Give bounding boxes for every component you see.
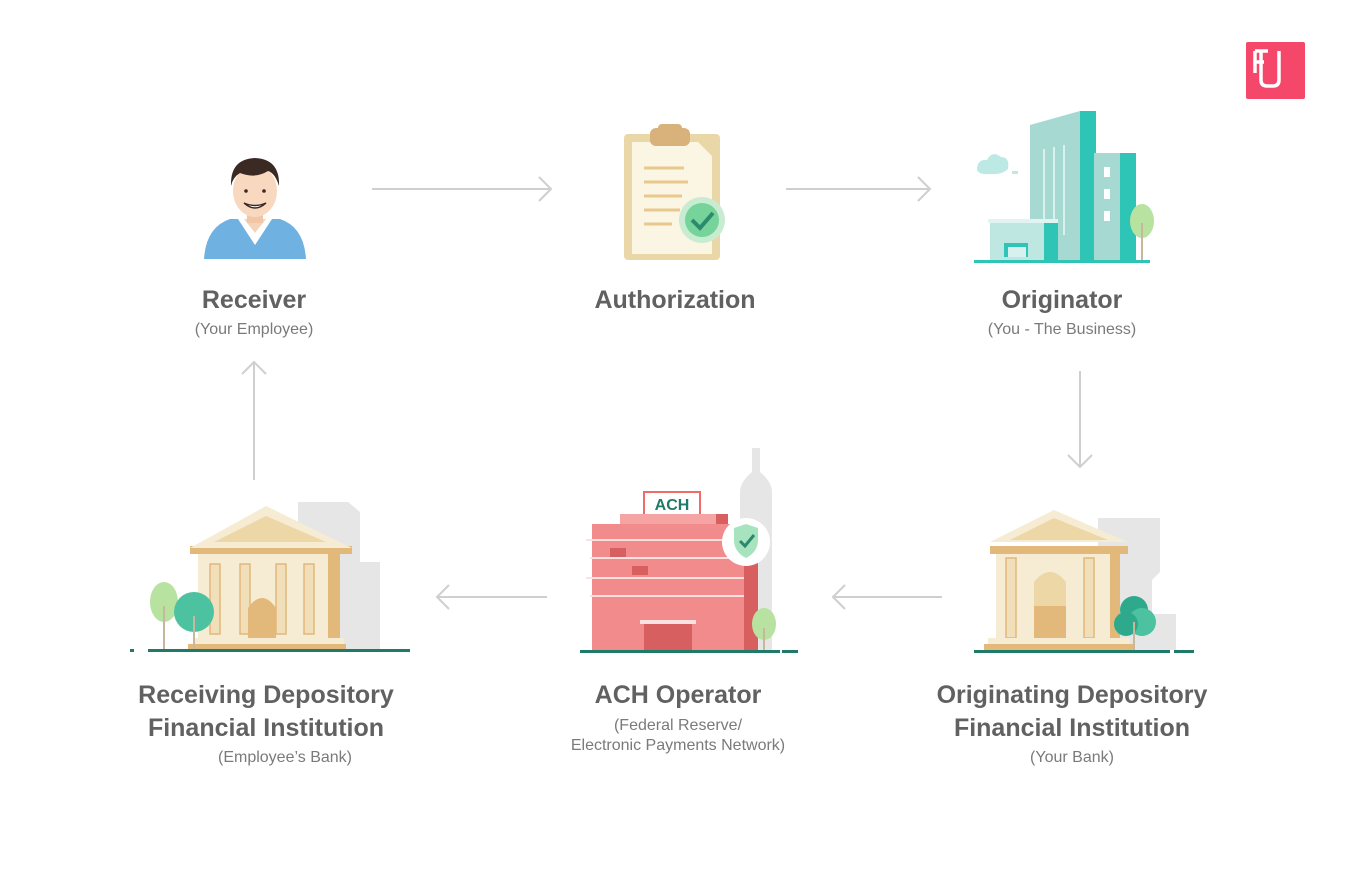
arrow-originator-to-odfi [1067, 371, 1093, 469]
originator-title: Originator [1001, 286, 1123, 314]
ach-subtitle-line2: Electronic Payments Network) [570, 737, 786, 754]
ach-sign-text: ACH [655, 497, 690, 514]
bank-icon [130, 502, 410, 652]
odfi-title-line1: Originating Depository [936, 681, 1208, 709]
rdfi-title-line1: Receiving Depository [138, 681, 394, 709]
rdfi-title-line2: Financial Institution [147, 714, 385, 742]
arrow-rdfi-to-receiver [241, 360, 267, 480]
office-building-icon [974, 111, 1154, 263]
person-icon [204, 158, 306, 259]
arrow-odfi-to-ach [831, 584, 942, 610]
arrow-ach-to-rdfi [435, 584, 547, 610]
clipboard-check-icon [624, 124, 725, 260]
receiver-title: Receiver [201, 286, 307, 314]
odfi-title-line2: Financial Institution [953, 714, 1191, 742]
rdfi-subtitle: (Employee’s Bank) [218, 749, 352, 766]
receiver-subtitle: (Your Employee) [194, 321, 314, 338]
bank-icon [974, 510, 1194, 653]
originator-subtitle: (You - The Business) [987, 321, 1137, 338]
ach-subtitle-line1: (Federal Reserve/ [613, 717, 743, 734]
arrow-receiver-to-authorization [372, 176, 553, 202]
odfi-subtitle: (Your Bank) [1030, 749, 1114, 766]
arrow-authorization-to-originator [786, 176, 932, 202]
authorization-title: Authorization [594, 286, 756, 314]
brand-logo-icon [1246, 42, 1305, 99]
ach-title: ACH Operator [594, 681, 762, 709]
ach-building-icon: ACH [580, 448, 798, 653]
